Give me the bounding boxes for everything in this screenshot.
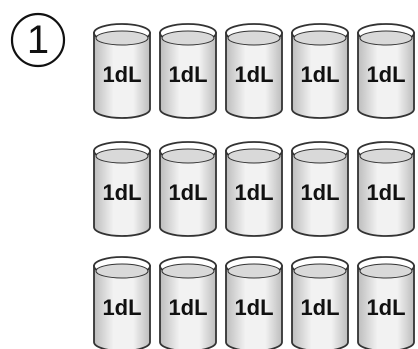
- cup-label: 1dL: [366, 62, 405, 87]
- cup-liquid-surface: [228, 31, 280, 45]
- measuring-cup: 1dL: [226, 142, 282, 236]
- cup-liquid-surface: [360, 264, 412, 278]
- cup-label: 1dL: [234, 180, 273, 205]
- measuring-cup: 1dL: [292, 24, 348, 118]
- measuring-cup: 1dL: [94, 257, 150, 349]
- measuring-cup: 1dL: [358, 142, 414, 236]
- cup-label: 1dL: [102, 180, 141, 205]
- measuring-cup: 1dL: [94, 24, 150, 118]
- cup-label: 1dL: [300, 180, 339, 205]
- cup-label: 1dL: [102, 295, 141, 320]
- measuring-cup: 1dL: [358, 24, 414, 118]
- cup-liquid-surface: [162, 149, 214, 163]
- measuring-cup: 1dL: [292, 142, 348, 236]
- cup-liquid-surface: [294, 31, 346, 45]
- cup-label: 1dL: [168, 180, 207, 205]
- cup-label: 1dL: [300, 295, 339, 320]
- cup-liquid-surface: [96, 149, 148, 163]
- cup-label: 1dL: [234, 295, 273, 320]
- cup-liquid-surface: [96, 264, 148, 278]
- cup-label: 1dL: [168, 295, 207, 320]
- cup-label: 1dL: [366, 295, 405, 320]
- cup-label: 1dL: [234, 62, 273, 87]
- cup-label: 1dL: [102, 62, 141, 87]
- measuring-cup: 1dL: [292, 257, 348, 349]
- cup-liquid-surface: [162, 31, 214, 45]
- measuring-cup: 1dL: [160, 142, 216, 236]
- cup-liquid-surface: [294, 149, 346, 163]
- measuring-cup: 1dL: [94, 142, 150, 236]
- cup-liquid-surface: [360, 31, 412, 45]
- measuring-cup: 1dL: [226, 257, 282, 349]
- measuring-cup: 1dL: [160, 24, 216, 118]
- cup-label: 1dL: [168, 62, 207, 87]
- measuring-cup: 1dL: [160, 257, 216, 349]
- cup-liquid-surface: [360, 149, 412, 163]
- cup-liquid-surface: [162, 264, 214, 278]
- cup-liquid-surface: [294, 264, 346, 278]
- cup-label: 1dL: [366, 180, 405, 205]
- measuring-cup: 1dL: [226, 24, 282, 118]
- cup-liquid-surface: [228, 264, 280, 278]
- cup-liquid-surface: [96, 31, 148, 45]
- measuring-cup: 1dL: [358, 257, 414, 349]
- cup-liquid-surface: [228, 149, 280, 163]
- cup-label: 1dL: [300, 62, 339, 87]
